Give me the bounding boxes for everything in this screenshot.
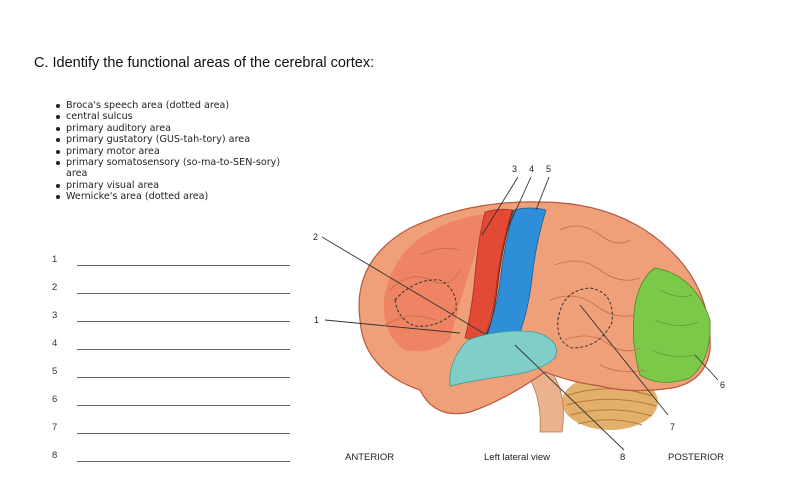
brain-illustration: 2 1 3 4 5 6 7 xyxy=(313,164,725,451)
callout-number: 1 xyxy=(314,315,319,325)
leader-lines xyxy=(321,176,719,451)
answer-number: 4 xyxy=(52,338,58,349)
question-heading: C. Identify the functional areas of the … xyxy=(34,55,375,71)
answer-blank[interactable] xyxy=(77,433,290,434)
callout-numbers: 2 1 3 4 5 6 7 xyxy=(313,164,725,432)
answer-blank[interactable] xyxy=(77,377,290,378)
term-item: primary auditory area xyxy=(55,123,295,134)
callout-number: 8 xyxy=(620,452,626,463)
answer-number: 1 xyxy=(52,254,58,265)
term-item: primary motor area xyxy=(55,146,295,157)
answer-number: 5 xyxy=(52,366,58,377)
term-item: Wernicke's area (dotted area) xyxy=(55,191,295,202)
answer-row: 2 xyxy=(52,282,292,310)
answer-blank[interactable] xyxy=(77,349,290,350)
answer-row: 7 xyxy=(52,422,292,450)
answer-number: 7 xyxy=(52,422,58,433)
answer-row: 8 xyxy=(52,450,292,478)
view-label: Left lateral view xyxy=(484,452,551,463)
answer-number: 2 xyxy=(52,282,58,293)
answer-number: 8 xyxy=(52,450,58,461)
answer-number: 3 xyxy=(52,310,58,321)
answer-lines: 1 2 3 4 5 6 7 8 xyxy=(52,254,292,478)
answer-row: 4 xyxy=(52,338,292,366)
callout-number: 7 xyxy=(670,422,675,432)
term-list: Broca's speech area (dotted area) centra… xyxy=(55,100,295,203)
anterior-label: ANTERIOR xyxy=(345,452,395,463)
answer-blank[interactable] xyxy=(77,405,290,406)
motor-area xyxy=(464,208,513,341)
answer-row: 3 xyxy=(52,310,292,338)
posterior-label: POSTERIOR xyxy=(668,452,724,463)
callout-number: 6 xyxy=(720,380,725,390)
term-item: central sulcus xyxy=(55,111,295,122)
callout-number: 3 xyxy=(512,164,517,174)
term-item: Broca's speech area (dotted area) xyxy=(55,100,295,111)
frontal-shading xyxy=(383,214,485,352)
answer-row: 5 xyxy=(52,366,292,394)
central-sulcus xyxy=(483,209,514,343)
answer-blank[interactable] xyxy=(77,293,290,294)
callout-number: 2 xyxy=(313,232,318,242)
term-item: primary visual area xyxy=(55,180,295,191)
answer-number: 6 xyxy=(52,394,58,405)
answer-blank[interactable] xyxy=(77,321,290,322)
answer-blank[interactable] xyxy=(77,265,290,266)
answer-blank[interactable] xyxy=(77,461,290,462)
brainstem xyxy=(527,367,564,433)
broca-dotted-area xyxy=(394,279,457,327)
callout-number: 5 xyxy=(546,164,551,174)
callout-number: 4 xyxy=(529,164,534,174)
wernicke-dotted-area xyxy=(557,287,613,349)
auditory-area xyxy=(449,330,557,387)
gyri-lines xyxy=(384,225,699,373)
answer-row: 6 xyxy=(52,394,292,422)
term-item: primary gustatory (GUS-tah-tory) area xyxy=(55,134,295,145)
term-item: primary somatosensory (so-ma-to-SEN-sory… xyxy=(55,157,295,180)
answer-row: 1 xyxy=(52,254,292,282)
